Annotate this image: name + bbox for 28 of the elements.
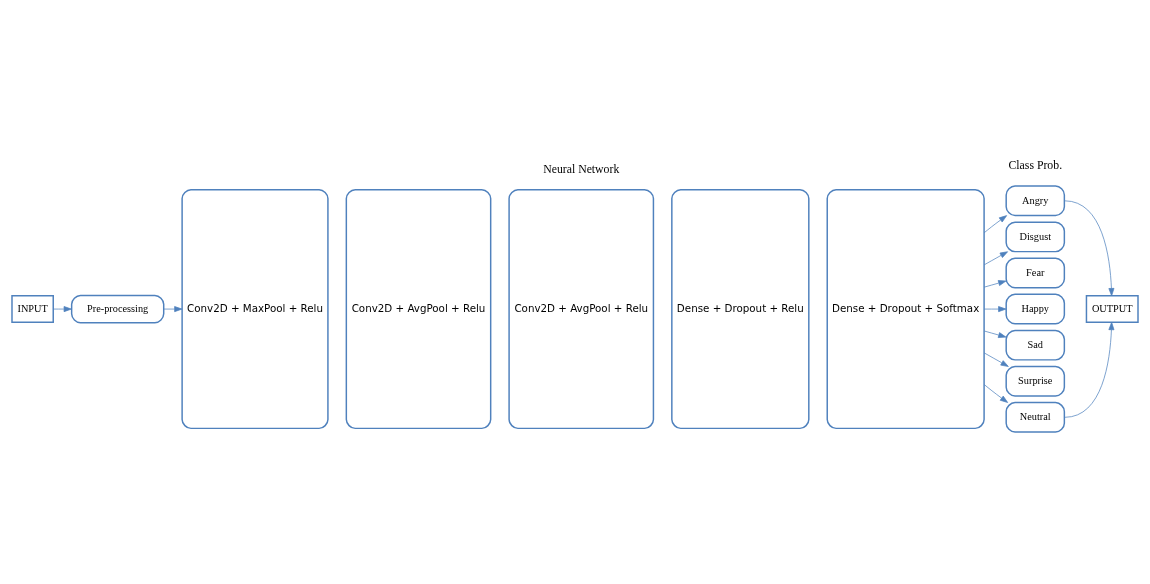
node-box: Conv2D + AvgPool + Relu: [508, 188, 655, 429]
node-box: Dense + Dropout + Softmax: [826, 188, 985, 429]
arrow: [983, 352, 1009, 367]
node-box: Neutral: [1005, 401, 1066, 433]
node-box: Sad: [1005, 329, 1066, 361]
node-box: Dense + Dropout + Relu: [671, 188, 810, 429]
node-box: OUTPUT: [1085, 294, 1139, 323]
arrow: [983, 305, 1007, 312]
label: Neural Network: [543, 162, 620, 176]
arrow: [983, 383, 1009, 403]
arrow: [1064, 321, 1115, 418]
label: Class Prob.: [1008, 158, 1063, 172]
node-box: Conv2D + MaxPool + Relu: [181, 188, 329, 429]
arrow: [983, 279, 1007, 287]
node-box: Happy: [1005, 293, 1066, 325]
arrow: [1064, 199, 1115, 296]
node-box: Conv2D + AvgPool + Relu: [345, 188, 492, 429]
arrow: [983, 330, 1007, 338]
arrow: [983, 214, 1007, 233]
node-box: Disgust: [1005, 220, 1066, 252]
node-box: Pre-processing: [70, 294, 165, 323]
arrow: [163, 305, 183, 312]
node-box: Fear: [1005, 257, 1066, 288]
arrow: [53, 305, 72, 312]
node-box: Angry: [1005, 184, 1066, 216]
arrow: [983, 250, 1008, 265]
node-box: INPUT: [11, 294, 54, 323]
node-box: Surprise: [1005, 365, 1066, 397]
